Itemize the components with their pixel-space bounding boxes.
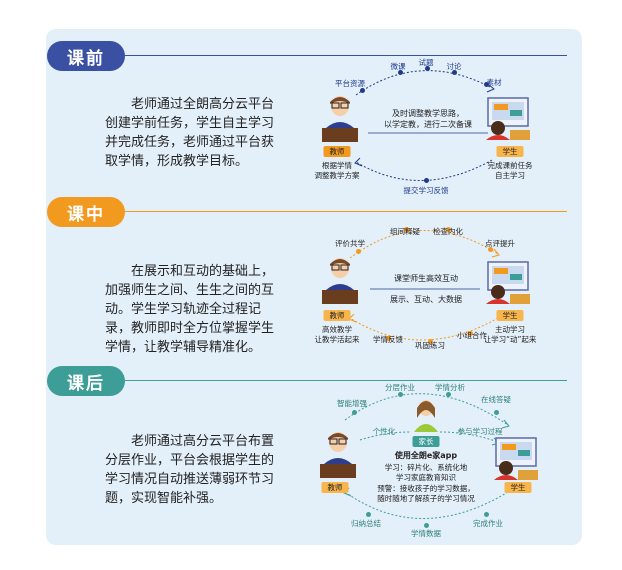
- student-caption: 自主学习: [495, 171, 525, 180]
- cycle-dot: [398, 392, 403, 397]
- label-group-clarify: 组间释疑: [390, 227, 420, 236]
- label-check-internalize: 检查内化: [433, 227, 463, 236]
- center-title: 使用全朗e家app: [394, 451, 458, 460]
- teacher-tag: 教师: [321, 482, 349, 493]
- center-text-line: 课堂师生高效互动: [394, 274, 458, 283]
- teacher-tag: 教师: [323, 146, 351, 157]
- label-consolidation: 巩固练习: [415, 341, 445, 350]
- label-discussion: 讨论: [446, 62, 462, 71]
- cycle-dot: [446, 227, 451, 232]
- cycle-dot: [404, 227, 409, 232]
- center-text-line: 展示、互动、大数据: [390, 295, 462, 304]
- label-learning-analysis: 学情分析: [435, 383, 465, 392]
- label-smart-reinforce: 智能增强: [337, 399, 367, 408]
- teacher-illustration: [322, 96, 358, 142]
- cycle-dot: [452, 70, 457, 75]
- label-online-qa: 在线答疑: [481, 395, 511, 404]
- cycle-dot: [425, 66, 430, 71]
- label-tiered-homework: 分层作业: [385, 383, 415, 392]
- cycle-dot: [488, 247, 493, 252]
- parent-tag: 家长: [412, 436, 440, 447]
- cycle-dot: [446, 392, 451, 397]
- student-illustration: [486, 97, 530, 140]
- label-group-cooperation: 小组合作: [457, 331, 487, 340]
- teacher-caption: 根据学情: [322, 161, 352, 170]
- center-text-line: 学习家庭教育知识: [396, 473, 456, 482]
- teacher-caption: 调整教学方案: [314, 171, 360, 180]
- center-text-line: 学习：碎片化、系统化地: [384, 463, 468, 472]
- cycle-dot: [398, 70, 403, 75]
- cycle-dot: [356, 249, 361, 254]
- label-summary: 归纳总结: [351, 519, 381, 528]
- student-caption: 让学习“动”起来: [483, 335, 537, 344]
- center-text-line: 以学定教，进行二次备课: [384, 120, 472, 129]
- student-tag: 学生: [496, 310, 524, 321]
- label-learning-feedback: 学情反馈: [373, 335, 403, 344]
- student-illustration: [494, 437, 538, 480]
- parent-illustration: [414, 400, 438, 432]
- teacher-illustration: [322, 258, 358, 304]
- badge-in-class: 课中: [47, 197, 125, 227]
- cycle-dot: [428, 339, 433, 344]
- cycle-dot: [386, 336, 391, 341]
- label-complete-homework: 完成作业: [473, 519, 503, 528]
- section-paragraph: 老师通过全朗高分云平台创建学前任务，学生自主学习并完成任务，老师通过平台获取学情…: [105, 97, 275, 169]
- section-paragraph: 在展示和互动的基础上，加强师生之间、生生之间的互动。学生学习轨迹全过程记录，教师…: [105, 264, 275, 355]
- label-peer-evaluation: 评价共学: [335, 239, 365, 248]
- badge-pre-class: 课前: [47, 41, 125, 71]
- badge-after-class: 课后: [47, 366, 125, 396]
- cycle-dot: [366, 512, 371, 517]
- label-submit-feedback: 提交学习反馈: [403, 186, 449, 195]
- label-micro-lesson: 微课: [390, 62, 406, 71]
- student-tag: 学生: [496, 146, 524, 157]
- teacher-caption: 让教学活起来: [314, 335, 360, 344]
- center-text-line: 及时调整教学思路，: [392, 109, 464, 118]
- teacher-caption: 高效教学: [322, 325, 352, 334]
- center-text-line: 随时随地了解孩子的学习情况: [377, 494, 475, 503]
- cycle-dot: [468, 331, 473, 336]
- section-paragraph: 老师通过高分云平台布置分层作业，平台会根据学生的学习情况自动推送薄弱环节习题，实…: [105, 434, 275, 506]
- teacher-illustration: [320, 432, 356, 478]
- cycle-dot: [494, 410, 499, 415]
- label-participate-learning: 参与学习过程: [457, 427, 503, 436]
- student-caption: 主动学习: [495, 325, 525, 334]
- cycle-dot: [424, 523, 429, 528]
- student-caption: 完成课前任务: [487, 161, 533, 170]
- student-illustration: [486, 261, 530, 304]
- teacher-tag: 教师: [323, 310, 351, 321]
- divider: [125, 55, 567, 56]
- label-learning-data: 学情数据: [411, 529, 441, 538]
- cycle-dot: [484, 82, 489, 87]
- label-materials: 素材: [486, 78, 502, 87]
- label-personalized: 个性化: [372, 427, 396, 436]
- label-platform-resources: 平台资源: [335, 79, 365, 88]
- divider: [125, 380, 567, 381]
- cycle-dot: [424, 178, 429, 183]
- cycle-dot: [484, 512, 489, 517]
- divider: [125, 211, 567, 212]
- label-exercises: 试题: [418, 58, 434, 67]
- cycle-dot: [360, 88, 365, 93]
- cycle-dot: [352, 410, 357, 415]
- student-tag: 学生: [504, 482, 532, 493]
- label-comment-improve: 点评提升: [485, 239, 515, 248]
- center-text-line: 预警：接收孩子的学习数据，: [377, 484, 475, 493]
